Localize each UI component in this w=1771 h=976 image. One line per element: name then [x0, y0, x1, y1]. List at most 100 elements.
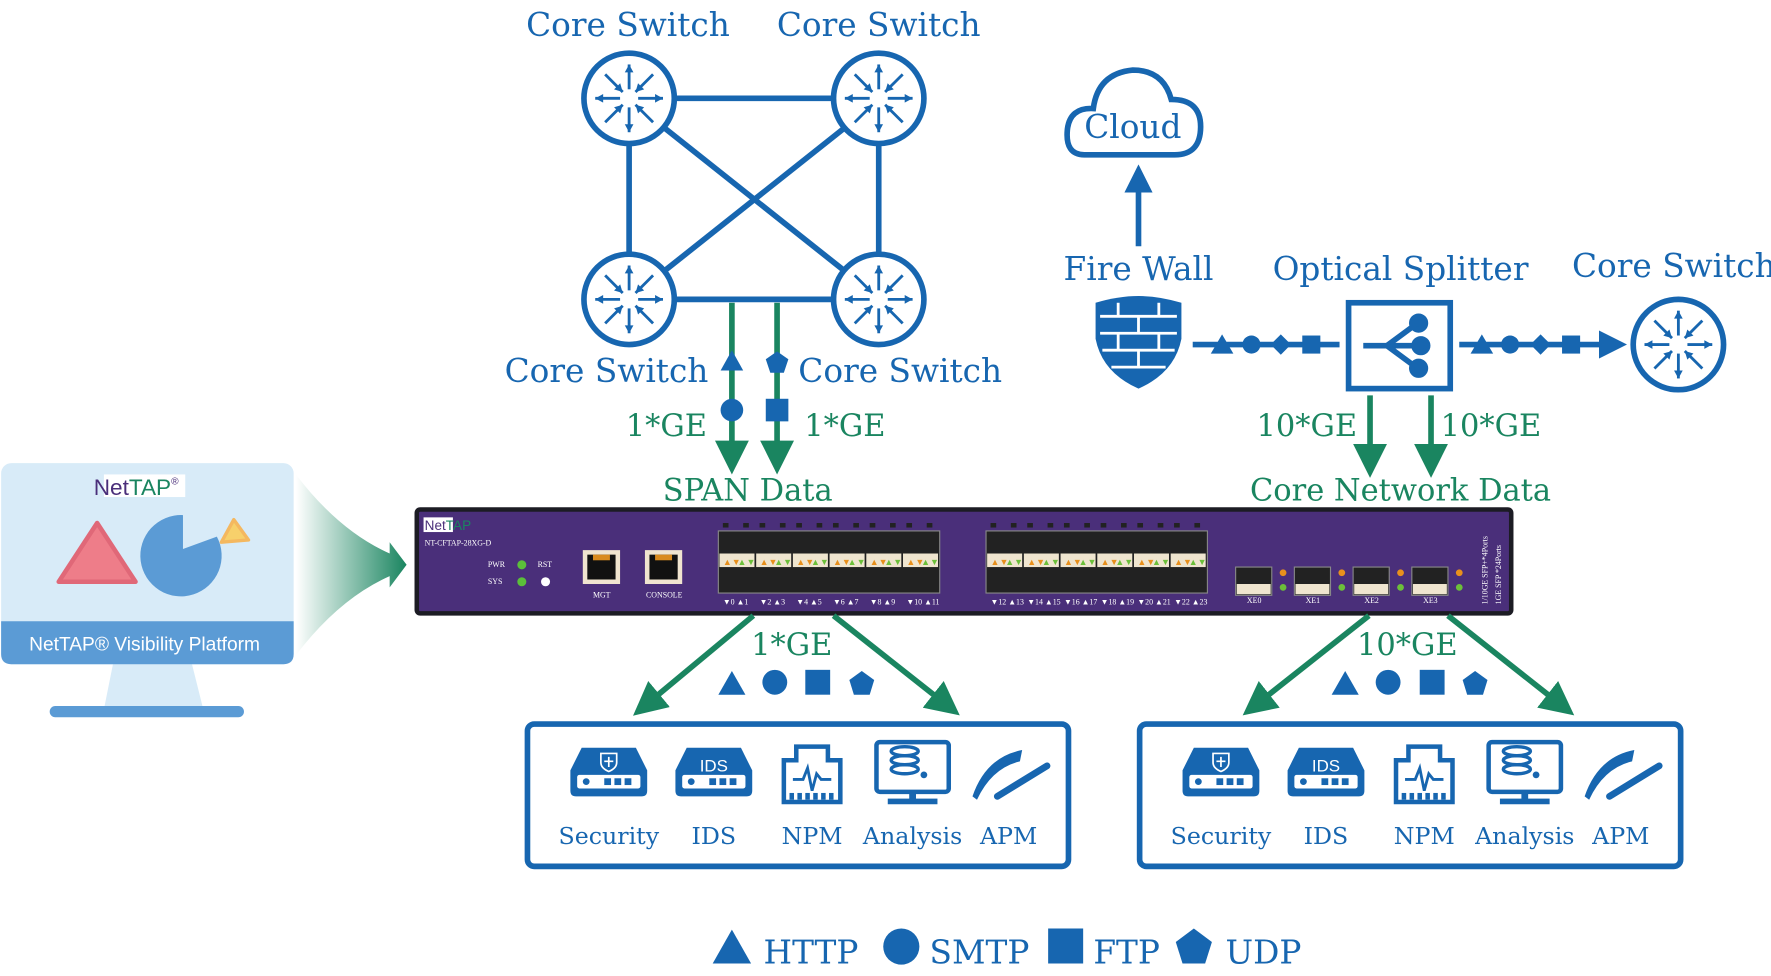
pie-chart-icon — [140, 515, 222, 597]
udp-pentagon-icon — [765, 351, 789, 373]
sfp-port-label: ▼10 ▲11 — [906, 597, 939, 606]
firewall-icon — [1095, 295, 1182, 389]
sfp-port: ▲▼ — [723, 557, 741, 567]
analysis-icon — [874, 739, 952, 805]
output-links — [633, 613, 1575, 716]
core-speed-right: 10*GE — [1441, 409, 1542, 444]
span-links — [714, 302, 795, 475]
legend-smtp: SMTP — [930, 934, 1030, 972]
platform-title: NetTAP® Visibility Platform — [29, 635, 260, 656]
sfp-port-label: ▼18 ▲19 — [1101, 597, 1134, 606]
output-speed-right: 10*GE — [1357, 628, 1458, 663]
sfp-port-label: ▼14 ▲15 — [1027, 597, 1060, 606]
optical-splitter-label: Optical Splitter — [1273, 250, 1529, 288]
ftp-square-icon — [1419, 669, 1445, 695]
sys-led — [517, 577, 527, 587]
pie-slice-icon — [219, 517, 251, 544]
sfp-port: ▲▼ — [991, 557, 1009, 567]
http-triangle-icon — [720, 350, 744, 371]
mgt-label: MGT — [593, 591, 611, 600]
tool-label-apm: APM — [979, 822, 1037, 850]
ftp-square-icon — [765, 398, 789, 422]
sfp-port-label: ▼16 ▲17 — [1064, 597, 1097, 606]
smtp-circle-icon — [762, 669, 788, 695]
core-switch-icon — [581, 50, 678, 147]
svg-text:▲▼: ▲▼ — [1079, 557, 1097, 567]
pwr-led — [517, 560, 527, 570]
tool-label-analysis: Analysis — [1474, 822, 1574, 850]
xe-port-label: XE2 — [1364, 596, 1379, 605]
udp-pentagon-icon — [1462, 670, 1488, 695]
firewall-splitter-link — [1192, 334, 1340, 355]
tool-label-security: Security — [558, 822, 659, 850]
tool-label-ids: IDS — [1304, 822, 1349, 850]
reset-button[interactable] — [541, 577, 551, 587]
xe-port-label: XE1 — [1306, 596, 1321, 605]
tool-label-analysis: Analysis — [862, 822, 962, 850]
ftp-square-icon — [805, 669, 831, 695]
core-network-links — [1353, 395, 1448, 478]
sfp-plus-side-label: 1/10GE SFP+*4Ports — [1481, 536, 1490, 604]
http-triangle-icon — [718, 670, 746, 695]
http-triangle-icon — [1331, 670, 1359, 695]
smtp-circle-icon — [720, 398, 744, 422]
analysis-icon — [1486, 739, 1564, 805]
optical-splitter-icon — [1345, 299, 1454, 392]
xe-port-label: XE3 — [1423, 596, 1438, 605]
legend-triangle-icon — [712, 929, 752, 964]
svg-text:NetTAP®: NetTAP® — [94, 475, 179, 500]
sfp-port: ▲▼ — [906, 557, 924, 567]
sfp-port-label: ▼12 ▲13 — [991, 597, 1024, 606]
core-mesh-links — [626, 95, 882, 303]
core-switch-icon — [830, 251, 927, 348]
mgt-port — [582, 550, 621, 585]
security-appliance-icon — [570, 747, 648, 797]
svg-text:▲▼: ▲▼ — [738, 557, 756, 567]
tool-label-apm: APM — [1591, 822, 1649, 850]
sfp-port: ▲▼ — [796, 557, 814, 567]
legend-pentagon-icon — [1175, 928, 1212, 964]
visibility-platform-monitor: NetTAP® NetTAP® Visibility Platform — [1, 463, 294, 718]
svg-text:▲▼: ▲▼ — [1189, 557, 1207, 567]
svg-text:▲▼: ▲▼ — [774, 557, 792, 567]
sfp-port-label: ▼4 ▲5 — [796, 597, 822, 606]
svg-text:▲▼: ▲▼ — [811, 557, 829, 567]
legend-circle-icon — [883, 928, 920, 965]
udp-pentagon-icon — [849, 670, 875, 695]
sfp-port: ▲▼ — [870, 557, 888, 567]
firewall-label: Fire Wall — [1064, 250, 1214, 288]
core-switch-icon — [1630, 296, 1727, 393]
sfp-port: ▲▼ — [1174, 557, 1192, 567]
xe-port-label: XE0 — [1247, 596, 1262, 605]
core-switch-label: Core Switch — [1572, 247, 1771, 285]
ids-badge: IDS — [700, 756, 728, 775]
platform-logo-net: Net — [94, 475, 130, 500]
svg-text:▲▼: ▲▼ — [884, 557, 902, 567]
svg-text:▲▼: ▲▼ — [848, 557, 866, 567]
sfp-port: ▲▼ — [1137, 557, 1155, 567]
nettap-device: NetTAP NT-CFTAP-28XG-D PWR SYS RST MGT C… — [414, 507, 1514, 616]
sfp-port-label: ▼0 ▲1 — [723, 597, 749, 606]
tool-label-ids: IDS — [692, 822, 737, 850]
npm-icon — [1393, 744, 1455, 805]
splitter-switch-link — [1459, 330, 1627, 359]
platform-feed-arrow — [295, 474, 407, 656]
console-label: CONSOLE — [646, 591, 683, 600]
led-label-pwr: PWR — [488, 560, 506, 569]
led-label-rst: RST — [538, 560, 553, 569]
sfp-port: ▲▼ — [1101, 557, 1119, 567]
output-speed-left: 1*GE — [751, 628, 832, 663]
core-switch-label: Core Switch — [505, 352, 709, 390]
sfp-port: ▲▼ — [1027, 557, 1045, 567]
device-brand-tap: TAP — [446, 518, 471, 533]
legend: HTTP SMTP FTP UDP — [712, 928, 1301, 972]
svg-text:▲▼: ▲▼ — [1115, 557, 1133, 567]
ids-badge: IDS — [1312, 756, 1340, 775]
sfp-port-label: ▼20 ▲21 — [1137, 597, 1170, 606]
svg-text:▲▼: ▲▼ — [1005, 557, 1023, 567]
core-switch-label: Core Switch — [526, 6, 730, 44]
tool-label-security: Security — [1171, 822, 1272, 850]
legend-ftp: FTP — [1093, 934, 1160, 972]
device-model: NT-CFTAP-28XG-D — [425, 539, 492, 548]
